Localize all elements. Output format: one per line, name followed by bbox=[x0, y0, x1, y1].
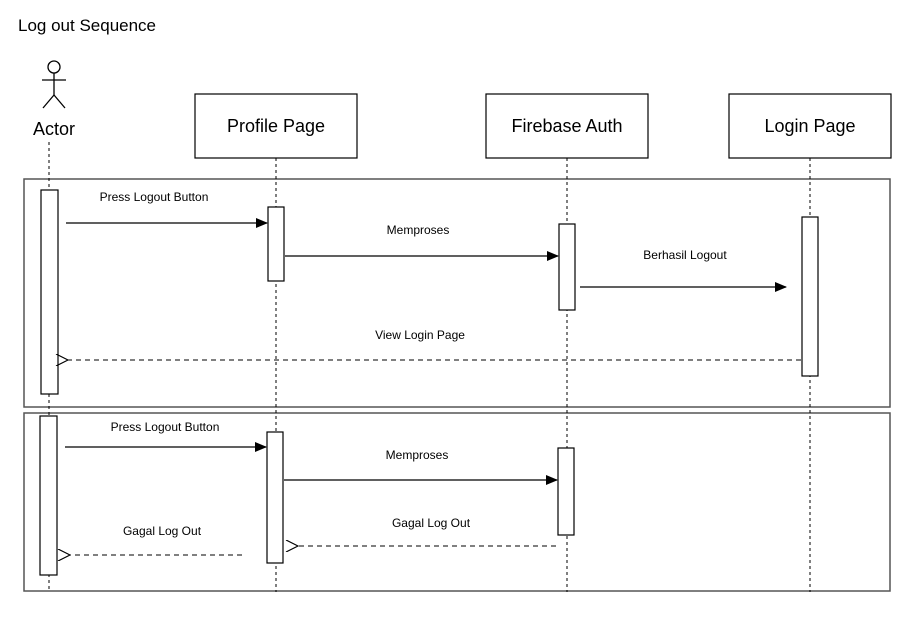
profile-activation-2 bbox=[266, 431, 284, 564]
firebase-activation-1 bbox=[558, 223, 576, 311]
message-label-gagal-logout-profile: Gagal Log Out bbox=[123, 524, 202, 538]
message-label-press-logout-2: Press Logout Button bbox=[111, 420, 220, 434]
firebase-auth-box bbox=[485, 93, 649, 159]
diagram-title: Log out Sequence bbox=[18, 16, 156, 35]
fragment-failure-frame bbox=[23, 412, 891, 592]
firebase-auth-label: Firebase Auth bbox=[511, 116, 622, 136]
message-label-view-login-page: View Login Page bbox=[375, 328, 465, 342]
message-label-gagal-logout-firebase: Gagal Log Out bbox=[392, 516, 471, 530]
actor-activation-1 bbox=[40, 189, 59, 395]
profile-page-box bbox=[194, 93, 358, 159]
message-label-memproses-2: Memproses bbox=[386, 448, 449, 462]
login-activation-1 bbox=[801, 216, 819, 377]
actor-label: Actor bbox=[33, 119, 75, 139]
message-label-berhasil-logout: Berhasil Logout bbox=[643, 248, 727, 262]
actor-figure-icon bbox=[42, 60, 66, 109]
message-label-memproses-1: Memproses bbox=[387, 223, 450, 237]
actor-activation-2 bbox=[39, 415, 58, 576]
profile-activation-1 bbox=[267, 206, 285, 282]
login-page-box bbox=[728, 93, 892, 159]
message-label-press-logout-1: Press Logout Button bbox=[100, 190, 209, 204]
fragment-success-frame bbox=[23, 178, 891, 408]
firebase-activation-2 bbox=[557, 447, 575, 536]
login-page-label: Login Page bbox=[764, 116, 855, 136]
profile-page-label: Profile Page bbox=[227, 116, 325, 136]
